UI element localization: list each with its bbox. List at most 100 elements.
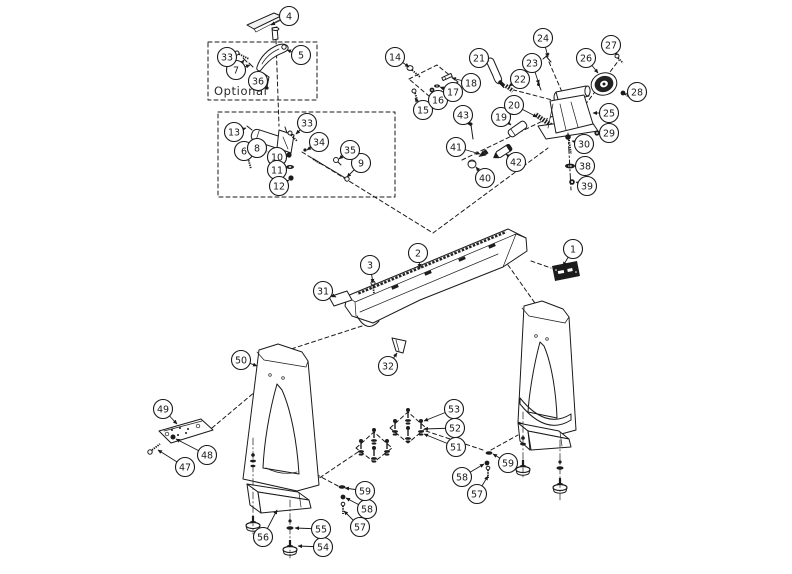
callout-31: 31	[312, 280, 337, 302]
callout-circle-53	[443, 398, 465, 420]
callout-circle-8	[246, 137, 268, 159]
callout-circle-24	[532, 27, 554, 49]
callout-number-6: 6	[241, 146, 247, 157]
callout-47: 47	[157, 449, 196, 478]
callout-40: 40	[474, 166, 496, 189]
callout-number-51: 51	[450, 442, 462, 453]
callout-1: 1	[562, 238, 584, 267]
callout-20: 20	[503, 94, 538, 118]
callout-26: 26	[575, 47, 599, 74]
callout-number-1: 1	[570, 244, 576, 255]
left-hardware-575859	[338, 485, 346, 514]
tool-rest-base	[250, 126, 295, 154]
left-leg	[242, 343, 320, 492]
callout-18: 18	[451, 72, 482, 94]
callout-number-22: 22	[514, 74, 526, 85]
callout-number-2: 2	[415, 248, 421, 259]
callout-58: 58	[451, 463, 485, 488]
callout-number-27: 27	[605, 40, 617, 51]
callout-number-18: 18	[465, 78, 477, 89]
nut-12	[288, 175, 294, 181]
callout-circle-12	[268, 175, 290, 197]
handwheel	[590, 72, 618, 96]
lock-lever-21	[485, 57, 507, 89]
callout-54: 54	[297, 536, 334, 558]
callout-number-48: 48	[201, 450, 213, 461]
bolt-33b	[287, 130, 298, 142]
callout-number-20: 20	[508, 100, 520, 111]
callout-number-57: 57	[354, 522, 366, 533]
callout-33: 33	[216, 46, 238, 68]
callout-number-40: 40	[479, 173, 491, 184]
callout-number-29: 29	[603, 128, 615, 139]
callout-17: 17	[439, 81, 464, 103]
callout-28: 28	[625, 81, 648, 103]
callout-circle-50	[230, 349, 252, 371]
callout-number-47: 47	[179, 462, 191, 473]
callout-number-32: 32	[382, 361, 394, 372]
callout-circle-59	[497, 452, 519, 474]
callout-circle-4	[278, 5, 300, 27]
callout-50: 50	[230, 349, 258, 371]
badge-1	[552, 261, 580, 281]
callout-57: 57	[343, 510, 371, 538]
callout-number-49: 49	[157, 404, 169, 415]
callout-number-41: 41	[450, 142, 462, 153]
washer-11	[286, 165, 294, 169]
optional-screw-33	[234, 50, 250, 60]
callout-number-36: 36	[252, 76, 264, 87]
callout-59: 59	[344, 480, 376, 502]
callout-number-33: 33	[301, 118, 313, 129]
screw-27	[614, 53, 624, 64]
center-point-41	[478, 149, 489, 157]
callout-36: 36	[247, 70, 269, 92]
callout-52: 52	[423, 417, 466, 439]
callout-number-23: 23	[526, 58, 538, 69]
callout-number-42: 42	[510, 157, 522, 168]
callout-circle-2	[407, 242, 429, 264]
callout-circle-14	[384, 46, 406, 68]
callout-53: 53	[423, 398, 465, 422]
callout-48: 48	[175, 438, 218, 466]
right-leg	[517, 300, 577, 437]
callout-29: 29	[598, 122, 620, 144]
tailstock	[537, 85, 599, 140]
callout-number-21: 21	[473, 53, 485, 64]
callout-circle-5	[290, 44, 312, 66]
callout-circle-15	[412, 99, 434, 121]
callout-number-14: 14	[389, 52, 401, 63]
callout-11: 11	[266, 159, 288, 181]
callout-circle-49	[152, 398, 174, 420]
optional-handle	[256, 43, 289, 72]
callout-3: 3	[359, 254, 381, 284]
callout-number-54: 54	[317, 542, 329, 553]
centerlines	[252, 411, 561, 559]
callout-circle-33	[216, 46, 238, 68]
screw-15	[411, 88, 418, 100]
callout-number-43: 43	[457, 110, 469, 121]
callout-number-16: 16	[432, 95, 444, 106]
callout-circle-17	[442, 81, 464, 103]
right-hardware-575859	[484, 451, 493, 478]
callout-circle-26	[575, 47, 597, 69]
callout-number-5: 5	[298, 50, 304, 61]
callout-number-13: 13	[228, 127, 240, 138]
callout-circle-32	[377, 355, 399, 377]
callout-24: 24	[532, 27, 554, 58]
callout-number-34: 34	[313, 137, 325, 148]
tool-rest	[246, 12, 282, 41]
callout-number-10: 10	[271, 152, 283, 163]
callout-5: 5	[286, 44, 312, 66]
callout-circle-1	[562, 238, 584, 260]
callout-circle-57	[349, 516, 371, 538]
pin-24	[542, 53, 552, 63]
callout-circle-19	[490, 106, 512, 128]
callout-number-11: 11	[271, 165, 283, 176]
callout-13: 13	[223, 121, 247, 143]
callout-4: 4	[270, 5, 300, 27]
callout-2: 2	[407, 242, 429, 269]
callout-14: 14	[384, 46, 410, 68]
callout-number-3: 3	[367, 260, 373, 271]
callout-30: 30	[571, 133, 595, 155]
callout-41: 41	[445, 136, 481, 158]
